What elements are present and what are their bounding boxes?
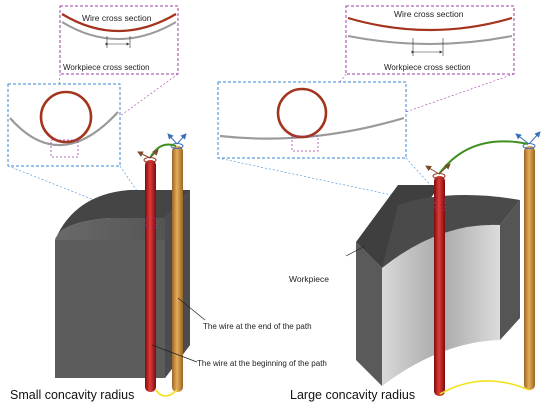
left-workpiece-block	[55, 190, 190, 378]
left-wire-section-curve	[61, 13, 177, 33]
right-block-top	[382, 195, 520, 268]
arrow-icon	[515, 133, 530, 145]
workpiece-leader	[345, 245, 366, 257]
left-panel: Wire cross section Workpiece cross secti…	[7, 5, 327, 402]
left-workpiece-section-label: Workpiece cross section	[63, 63, 150, 72]
right-wire-start	[434, 176, 445, 396]
right-wire-circle	[276, 87, 328, 139]
arrow-icon	[176, 133, 187, 145]
right-green-path	[438, 140, 529, 175]
right-workpiece-section-label: Workpiece cross section	[384, 63, 471, 72]
rotation-axis-icon	[137, 151, 151, 159]
right-wire-section-curve	[347, 16, 513, 32]
small-radius-caption: Small concavity radius	[10, 388, 134, 402]
arrow-icon	[149, 149, 159, 159]
right-zoom-box	[217, 81, 407, 159]
left-wire-end	[172, 146, 183, 392]
left-wire-start	[145, 160, 156, 392]
right-block-right-face	[500, 200, 520, 340]
left-zoom-frame	[7, 83, 121, 167]
wire-beginning-leader	[151, 344, 198, 363]
left-inner-highlight	[50, 139, 79, 158]
left-detail-box: Wire cross section Workpiece cross secti…	[59, 5, 179, 75]
rotation-axis-icon	[425, 165, 440, 175]
arrow-icon	[528, 131, 541, 145]
left-yellow-loop	[155, 389, 178, 397]
left-workpiece-arc	[9, 111, 119, 147]
right-panel: Wire cross section Workpiece cross secti…	[155, 5, 541, 402]
left-block-top	[55, 190, 190, 240]
left-wire-section-label: Wire cross section	[82, 13, 152, 23]
right-yellow-loop	[439, 380, 530, 395]
right-detail-box: Wire cross section Workpiece cross secti…	[345, 5, 515, 75]
wire-end-leader	[177, 297, 206, 321]
left-wire-marker	[145, 217, 157, 229]
left-wire-circle	[39, 90, 93, 144]
workpiece-label: Workpiece	[289, 274, 329, 284]
right-wire-end	[524, 146, 535, 390]
right-wire-section-label: Wire cross section	[394, 9, 464, 19]
left-workpiece-section-curve	[61, 21, 177, 40]
right-wire-marker	[434, 199, 446, 211]
right-block-left-face	[356, 242, 382, 386]
left-block-front	[55, 240, 165, 378]
arrow-icon	[438, 163, 451, 175]
right-zoom-frame	[217, 81, 407, 159]
left-zoom-box	[7, 83, 121, 167]
left-green-path	[149, 143, 177, 159]
arrow-icon	[167, 133, 178, 145]
wire-end-label: The wire at the end of the path	[203, 322, 312, 331]
large-radius-caption: Large concavity radius	[290, 388, 415, 402]
right-inner-highlight	[291, 135, 319, 152]
wire-beginning-label: The wire at the beginning of the path	[197, 359, 327, 368]
right-workpiece-section-curve	[347, 35, 513, 45]
left-block-side	[55, 190, 190, 378]
